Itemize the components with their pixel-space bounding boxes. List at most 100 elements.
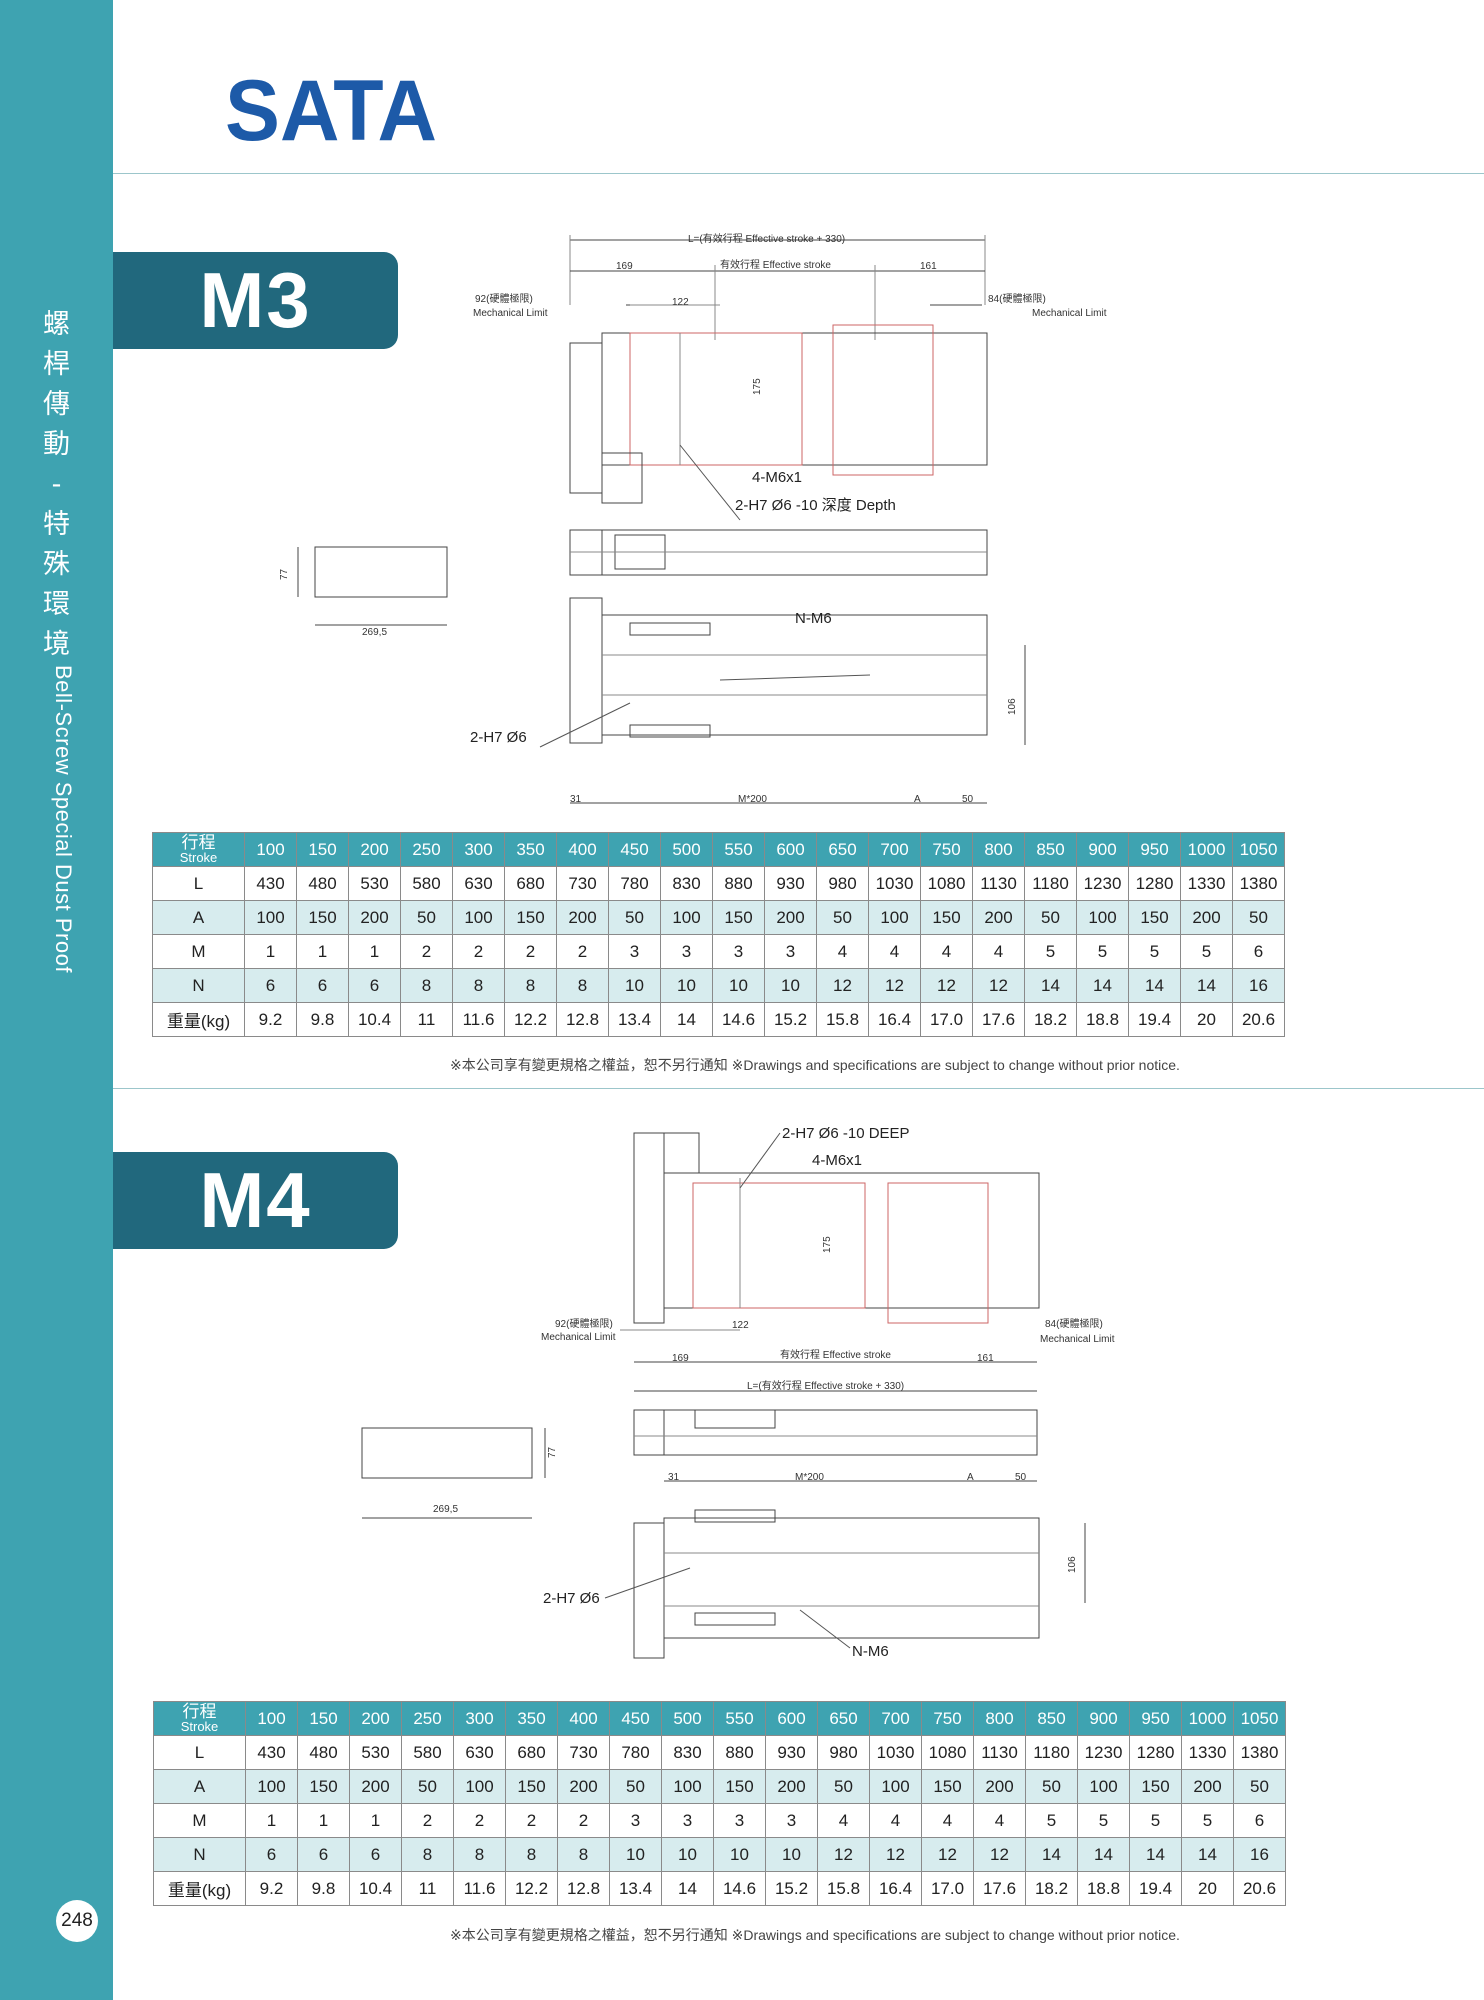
dim-m200: M*200 — [795, 1472, 824, 1483]
table-cell: 17.6 — [972, 1002, 1025, 1037]
limit-right-text: Mechanical Limit — [1032, 308, 1107, 319]
table-cell: 5 — [1128, 934, 1181, 969]
limit-right-text: Mechanical Limit — [1040, 1334, 1115, 1345]
table-cell: 12.8 — [556, 1002, 609, 1037]
row-label: M — [153, 1803, 246, 1838]
table-cell: 10 — [765, 1837, 818, 1872]
table-cell: 2 — [556, 934, 609, 969]
callout-h7-deep: 2-H7 Ø6 -10 DEEP — [782, 1125, 910, 1142]
dim-a: A — [967, 1472, 974, 1483]
table-cell: 6 — [245, 1837, 298, 1872]
table-cell: 50 — [609, 1769, 662, 1804]
table-cell: 3 — [660, 934, 713, 969]
table-cell: 830 — [660, 866, 713, 901]
table-cell: 100 — [245, 1769, 298, 1804]
side-view-body — [633, 1409, 1038, 1456]
m4-spec-table: 行程 Stroke 100 150 200 250 300 350 400 45… — [153, 1701, 1286, 1906]
table-cell: 20 — [1180, 1002, 1233, 1037]
limit-left-value: 92(硬體極限) — [555, 1317, 613, 1330]
table-cell: 12 — [920, 968, 973, 1003]
table-cell: 1380 — [1233, 1735, 1286, 1770]
table-cell: 6 — [297, 1837, 350, 1872]
sidebar-chinese-title: 螺 桿 傳 動 - 特 殊 環 境 — [0, 305, 113, 665]
dim-31: 31 — [570, 794, 582, 805]
stroke-label-en: Stroke — [179, 850, 218, 865]
table-cell: 780 — [609, 1735, 662, 1770]
bottom-view-body — [663, 1517, 1040, 1639]
table-cell: 4 — [817, 1803, 870, 1838]
table-cell: 930 — [765, 1735, 818, 1770]
table-cell: 50 — [816, 900, 869, 935]
table-cell: 1030 — [868, 866, 921, 901]
table-cell: 13.4 — [608, 1002, 661, 1037]
table-row-n: N 6 6 6 8 8 8 8 10 10 10 10 12 12 12 12 … — [152, 968, 1285, 1003]
table-cell: 3 — [764, 934, 817, 969]
stroke-cell: 400 — [557, 1701, 610, 1736]
row-label: A — [152, 900, 245, 935]
table-row-weight: 重量(kg) 9.2 9.8 10.4 11 11.6 12.2 12.8 13… — [153, 1871, 1286, 1906]
table-cell: 580 — [401, 1735, 454, 1770]
table-cell: 680 — [505, 1735, 558, 1770]
table-cell: 9.2 — [245, 1871, 298, 1906]
table-cell: 10 — [712, 968, 765, 1003]
table-cell: 880 — [713, 1735, 766, 1770]
disclaimer-m4: ※本公司享有變更規格之權益，恕不另行通知 ※Drawings and speci… — [450, 1927, 1180, 1943]
end-carriage-outline — [832, 324, 934, 476]
table-cell: 150 — [297, 1769, 350, 1804]
table-cell: 1 — [349, 1803, 402, 1838]
table-cell: 14 — [1129, 1837, 1182, 1872]
table-cell: 3 — [712, 934, 765, 969]
sidebar-char: 螺 — [43, 309, 70, 340]
table-cell: 5 — [1025, 1803, 1078, 1838]
sidebar-char: - — [51, 469, 62, 500]
table-cell: 3 — [661, 1803, 714, 1838]
bottom-rail-top — [629, 622, 711, 636]
sidebar-english-title: Bell-Screw Special Dust Proof — [51, 665, 76, 973]
dim-m200: M*200 — [738, 794, 767, 805]
stroke-cell: 550 — [712, 832, 765, 867]
table-cell: 630 — [453, 1735, 506, 1770]
table-cell: 430 — [244, 866, 297, 901]
dim-31: 31 — [668, 1472, 680, 1483]
table-cell: 17.0 — [921, 1871, 974, 1906]
row-label: 重量(kg) — [152, 1002, 245, 1037]
table-cell: 8 — [400, 968, 453, 1003]
table-cell: 2 — [400, 934, 453, 969]
table-cell: 15.8 — [817, 1871, 870, 1906]
table-cell: 5 — [1180, 934, 1233, 969]
dim-122: 122 — [732, 1320, 749, 1331]
m3-technical-drawing: L=(有效行程 Effective stroke + 330) 169 有效行程… — [279, 232, 1107, 805]
callout-n-m6: N-M6 — [852, 1643, 889, 1660]
dim-161: 161 — [920, 261, 937, 272]
limit-right-value: 84(硬體極限) — [988, 292, 1046, 305]
table-cell: 980 — [817, 1735, 870, 1770]
table-cell: 1 — [296, 934, 349, 969]
dim-50: 50 — [1015, 1472, 1027, 1483]
stroke-cell: 600 — [765, 1701, 818, 1736]
row-label: A — [153, 1769, 246, 1804]
stroke-cell: 350 — [504, 832, 557, 867]
callout-h7-depth: 2-H7 Ø6 -10 深度 Depth — [735, 497, 896, 514]
leader-line — [719, 674, 871, 681]
table-cell: 18.2 — [1025, 1871, 1078, 1906]
table-cell: 150 — [504, 900, 557, 935]
table-row-header: 行程 Stroke — [153, 1701, 246, 1736]
stroke-cell: 1000 — [1181, 1701, 1234, 1736]
table-cell: 14 — [1180, 968, 1233, 1003]
stroke-cell: 250 — [400, 832, 453, 867]
stroke-label-cn: 行程 — [182, 1702, 217, 1721]
limit-left-value: 92(硬體極限) — [475, 292, 533, 305]
table-cell: 200 — [1180, 900, 1233, 935]
table-cell: 1280 — [1129, 1735, 1182, 1770]
table-cell: 150 — [921, 1769, 974, 1804]
table-cell: 14.6 — [713, 1871, 766, 1906]
table-cell: 1330 — [1181, 1735, 1234, 1770]
table-cell: 10.4 — [349, 1871, 402, 1906]
table-cell: 5 — [1024, 934, 1077, 969]
table-row-m: M 1 1 1 2 2 2 2 3 3 3 3 4 4 4 4 5 5 5 5 … — [153, 1803, 1286, 1838]
table-cell: 580 — [400, 866, 453, 901]
table-cell: 150 — [505, 1769, 558, 1804]
table-cell: 5 — [1077, 1803, 1130, 1838]
table-cell: 3 — [713, 1803, 766, 1838]
m4-technical-drawing: 175 2-H7 Ø6 -10 DEEP 4-M6x1 92(硬體極限) Mec… — [361, 1125, 1115, 1660]
